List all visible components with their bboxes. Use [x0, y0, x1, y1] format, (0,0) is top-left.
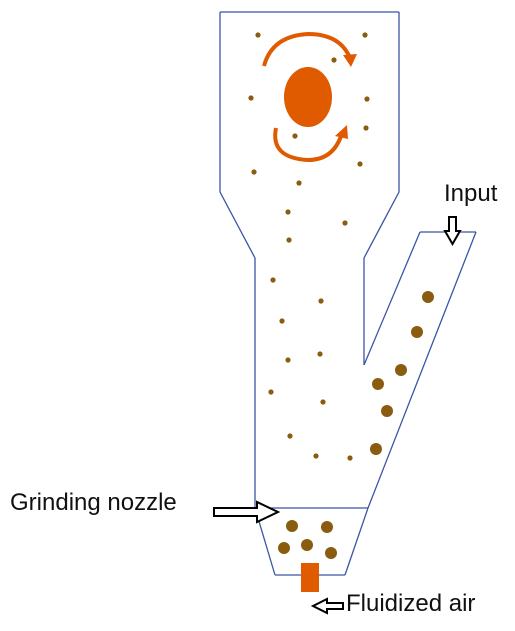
- feed-particle: [381, 405, 393, 417]
- particle: [362, 32, 368, 38]
- particle: [320, 399, 326, 405]
- rotation-arrow-top-head-icon: [343, 54, 357, 67]
- feed-particle: [422, 291, 434, 303]
- rotation-arrow-top: [262, 31, 352, 67]
- particle: [318, 298, 324, 304]
- rotation-arrow-bottom-head-icon: [335, 125, 348, 139]
- left-arrow-icon: [310, 597, 344, 615]
- particle: [255, 32, 261, 38]
- particle: [347, 455, 353, 461]
- chamber-particle: [321, 521, 333, 533]
- particle: [357, 161, 363, 167]
- particle: [331, 57, 337, 63]
- left-wall: [219, 12, 276, 576]
- particle: [285, 357, 291, 363]
- chamber-particle: [278, 542, 290, 554]
- particle: [296, 180, 302, 186]
- particle: [363, 125, 369, 131]
- small-particles: [248, 32, 370, 461]
- chamber-particle: [301, 539, 313, 551]
- particle: [364, 96, 370, 102]
- rotation-arrow-bottom: [273, 127, 344, 163]
- particle: [342, 220, 348, 226]
- right-wall: [363, 12, 400, 365]
- feed-tube-inner-wall: [363, 231, 421, 366]
- input-label: Input: [444, 180, 498, 207]
- funnel-right-wall: [344, 507, 369, 576]
- feed-particle: [370, 443, 382, 455]
- down-arrow-icon: [443, 216, 462, 247]
- chamber-particle: [325, 547, 337, 559]
- chamber-particle: [286, 520, 298, 532]
- particle: [268, 389, 274, 395]
- particle: [251, 169, 257, 175]
- classifier-rotor-group: [262, 31, 357, 163]
- classifier-rotor: [284, 67, 332, 127]
- particle: [292, 133, 298, 139]
- particle: [248, 95, 254, 101]
- right-arrow-icon: [213, 500, 281, 524]
- air-inlet: [301, 563, 319, 592]
- feed-particle: [372, 378, 384, 390]
- feed-particle: [395, 364, 407, 376]
- feed-tube-outer-wall: [367, 231, 477, 509]
- large-particles: [278, 291, 434, 559]
- mill-body-outline: [219, 11, 477, 576]
- particle: [270, 277, 276, 283]
- feed-particle: [411, 326, 423, 338]
- particle: [313, 453, 319, 459]
- fluidized-air-label: Fluidized air: [346, 590, 476, 617]
- particle: [287, 433, 293, 439]
- particle: [286, 237, 292, 243]
- grinding-nozzle-label: Grinding nozzle: [10, 489, 177, 516]
- particle: [279, 318, 285, 324]
- particle: [285, 209, 291, 215]
- particle: [317, 351, 323, 357]
